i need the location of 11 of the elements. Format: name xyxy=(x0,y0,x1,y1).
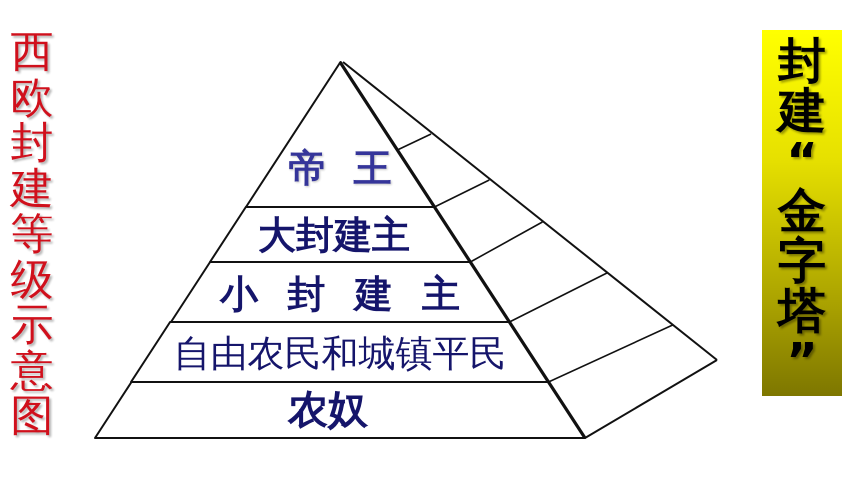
layer-label: 自由农民和城镇平民 xyxy=(173,334,506,372)
banner-box xyxy=(762,30,842,396)
layer-label: 小 封 建 主 xyxy=(220,275,460,313)
banner-text: 封建“金字塔” xyxy=(776,36,828,386)
layer-label: 大封建主 xyxy=(258,216,410,254)
vertical-title: 西欧封建等级示意图 xyxy=(9,30,54,440)
layer-label: 帝 王 xyxy=(288,149,392,187)
pyramid-apex-layer xyxy=(244,60,436,209)
pyramid-layer xyxy=(92,380,587,440)
pyramid-layer xyxy=(168,260,512,324)
layer-label: 农奴 xyxy=(288,390,368,430)
